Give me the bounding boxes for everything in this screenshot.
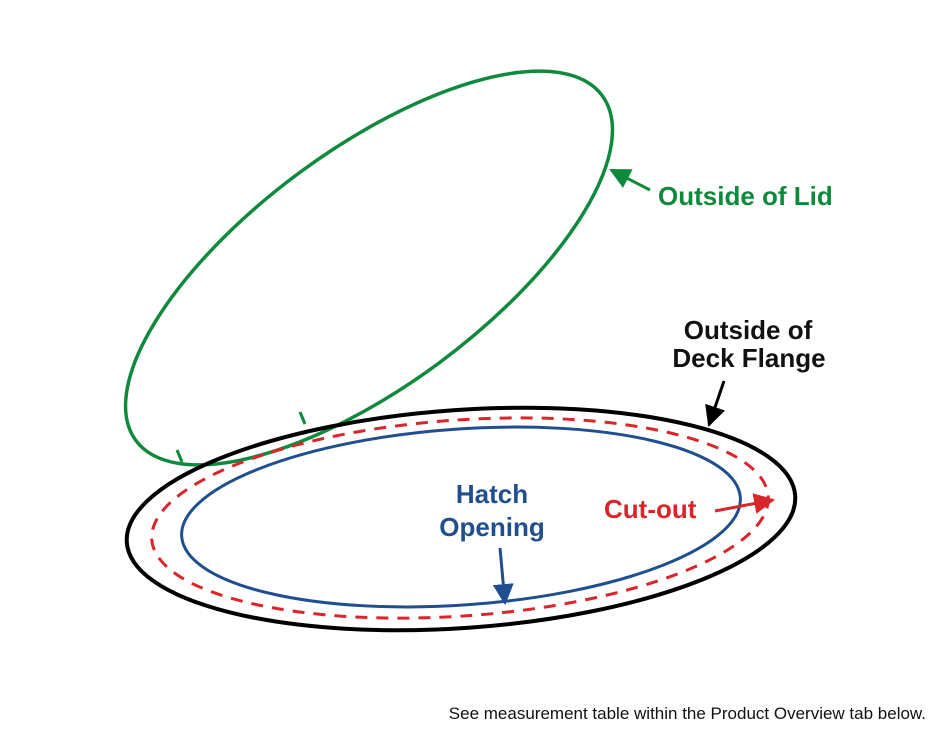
lid-hinge-line-left xyxy=(175,449,184,463)
flange-label-line1: Outside of xyxy=(684,315,813,345)
opening-leader-arrow xyxy=(492,547,514,606)
footnote-text: See measurement table within the Product… xyxy=(448,704,926,723)
lid-leader-arrow xyxy=(609,168,651,192)
cutout-label: Cut-out xyxy=(604,494,697,524)
flange-leader-arrow xyxy=(705,380,726,427)
lid-hinge-line-right xyxy=(298,411,307,425)
hatch-opening-outline xyxy=(180,425,742,609)
opening-label-line1: Hatch xyxy=(456,479,528,509)
lid-outline xyxy=(123,69,615,467)
lid-label: Outside of Lid xyxy=(658,181,833,211)
cutout-leader-arrow xyxy=(714,493,776,514)
deck-flange-outline xyxy=(124,405,798,633)
opening-label-line2: Opening xyxy=(439,512,544,542)
flange-label-line2: Deck Flange xyxy=(672,343,825,373)
